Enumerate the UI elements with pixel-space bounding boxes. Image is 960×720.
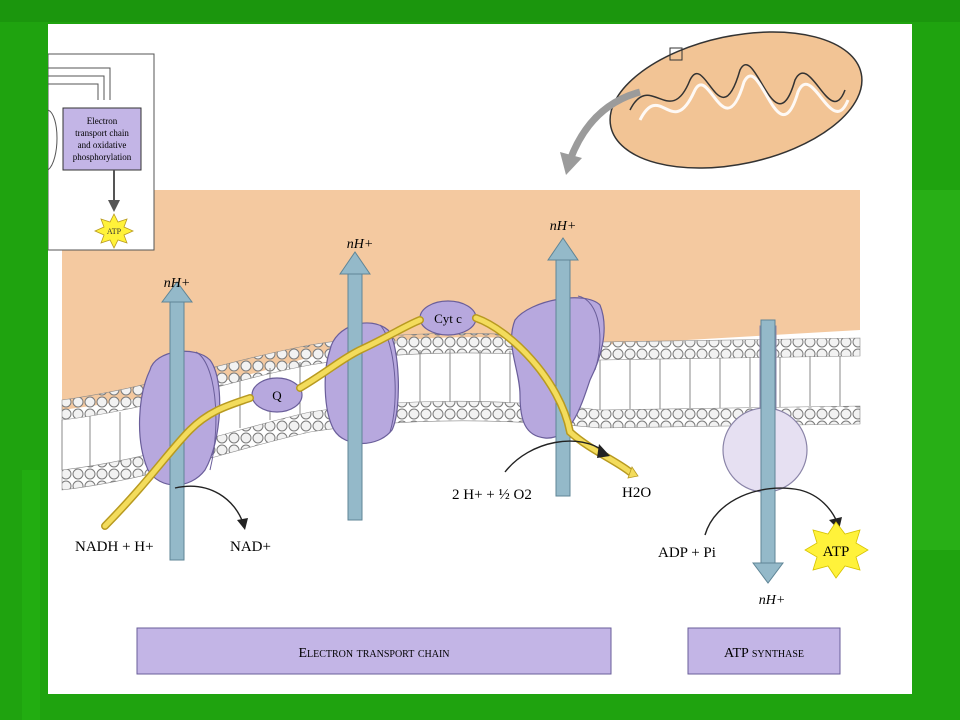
proton-arrow-2 xyxy=(339,251,371,521)
inset-atp-label: ATP xyxy=(107,227,122,236)
water-label: H2O xyxy=(622,485,651,501)
proton-arrow-3 xyxy=(547,237,579,497)
nh-label-3: nH+ xyxy=(550,219,577,234)
nadh-label: NADH + H+ xyxy=(75,539,154,555)
electron-transport-diagram: Electron transport chain and oxidative p… xyxy=(47,31,869,675)
mitochondrion-illustration xyxy=(560,31,863,175)
synthase-caption-bar: ATP synthase xyxy=(687,627,841,675)
q-label: Q xyxy=(272,388,282,403)
synthase-caption: ATP synthase xyxy=(724,646,804,661)
atp-burst xyxy=(804,521,869,579)
oxygen-label: 2 H+ + ½ O2 xyxy=(452,487,532,503)
adp-label: ADP + Pi xyxy=(658,545,716,561)
atp-reaction-arrow xyxy=(704,487,838,536)
inset-schematic: Electron transport chain and oxidative p… xyxy=(47,53,155,251)
nh-label-2: nH+ xyxy=(347,237,374,252)
inset-atp-burst xyxy=(94,213,134,249)
inset-label-line-4: phosphorylation xyxy=(73,152,132,162)
etc-caption-bar: Electron transport chain xyxy=(136,627,612,675)
nad-label: NAD+ xyxy=(230,539,271,555)
atp-label: ATP xyxy=(823,544,850,560)
inset-label-line-1: Electron xyxy=(87,116,118,126)
cytochrome-c: Cyt c xyxy=(419,300,477,336)
ubiquinone-q: Q xyxy=(251,377,303,413)
intermembrane-space xyxy=(62,190,860,410)
oxygen-reaction-arrow xyxy=(504,440,606,473)
cytc-label: Cyt c xyxy=(434,311,462,326)
inset-etc-box xyxy=(62,107,142,171)
inset-label-line-2: transport chain xyxy=(75,128,129,138)
inset-label-line-3: and oxidative xyxy=(78,140,127,150)
nad-reaction-arrow xyxy=(174,485,244,524)
etc-caption: Electron transport chain xyxy=(298,646,449,661)
diagram-panel: Electron transport chain and oxidative p… xyxy=(47,24,912,694)
nh-label-synthase: nH+ xyxy=(759,593,786,608)
proton-arrow-synthase xyxy=(752,319,784,584)
proton-arrow-1 xyxy=(161,281,193,561)
nh-label-1: nH+ xyxy=(164,276,191,291)
